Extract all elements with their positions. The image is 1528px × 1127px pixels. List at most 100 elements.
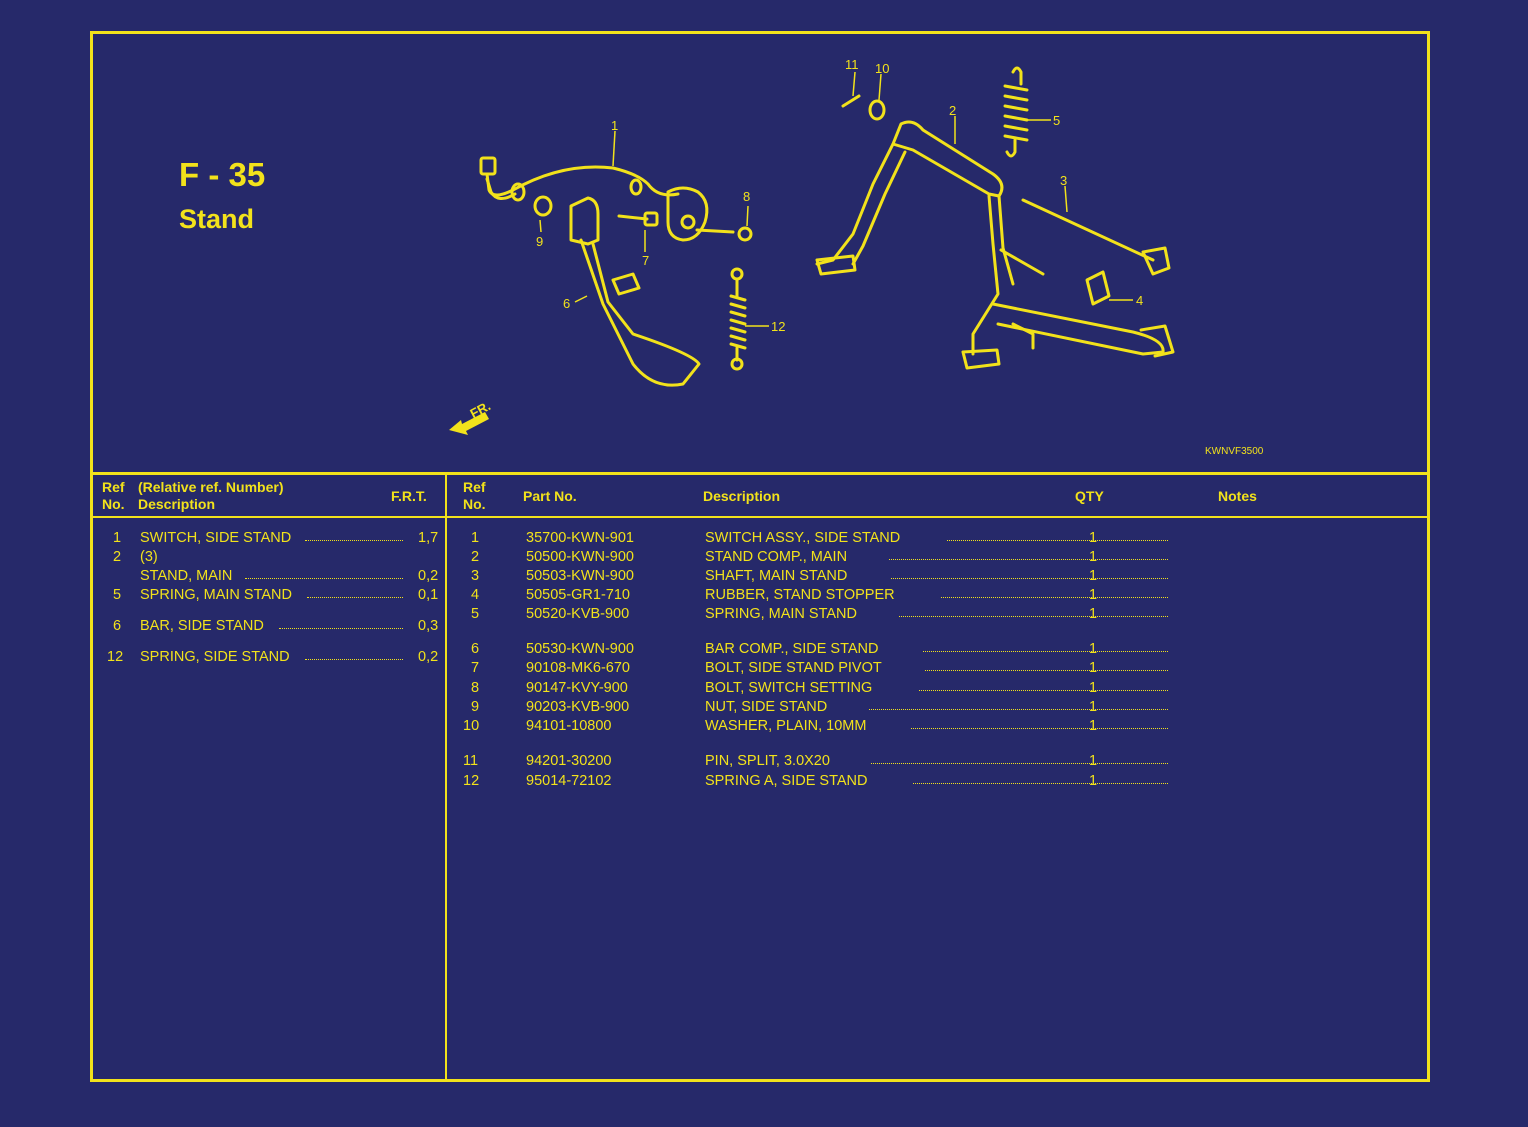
parts-row-ref: 10 (463, 718, 480, 734)
leader-dots (245, 578, 403, 579)
left-description-header: (Relative ref. Number) Description (138, 479, 284, 512)
leader-dots (947, 540, 1168, 541)
parts-row-description: SPRING, MAIN STAND (705, 606, 857, 622)
leader-dots (941, 597, 1168, 598)
leader-dots (279, 628, 403, 629)
parts-table-row: 4 50505-GR1-710 RUBBER, STAND STOPPER 1 (447, 586, 1427, 605)
frt-row-description: SPRING, SIDE STAND (140, 649, 290, 665)
callout-6: 6 (563, 296, 570, 311)
parts-row-description: NUT, SIDE STAND (705, 699, 828, 715)
frt-row: 12 SPRING, SIDE STAND 0,2 (93, 648, 445, 667)
callout-11: 11 (845, 57, 859, 72)
frt-row: 1 SWITCH, SIDE STAND 1,7 (93, 529, 445, 548)
parts-row-part-no: 50500-KWN-900 (526, 549, 634, 565)
parts-row-description: BOLT, SIDE STAND PIVOT (705, 660, 882, 676)
left-frt-header: F.R.T. (391, 488, 427, 504)
frt-row-value: 0,1 (418, 587, 439, 603)
parts-table-row: 2 50500-KWN-900 STAND COMP., MAIN 1 (447, 548, 1427, 567)
callout-1: 1 (611, 118, 618, 133)
leader-dots (305, 659, 403, 660)
parts-row-qty: 1 (1089, 660, 1098, 676)
parts-row-qty: 1 (1089, 641, 1098, 657)
parts-row-part-no: 94101-10800 (526, 718, 612, 734)
frt-row-description: SPRING, MAIN STAND (140, 587, 292, 603)
page-title: Stand (179, 204, 255, 234)
parts-row-part-no: 90147-KVY-900 (526, 680, 628, 696)
leader-dots (871, 763, 1168, 764)
leader-dots (913, 783, 1168, 784)
leader-dots (919, 690, 1168, 691)
parts-row-qty: 1 (1089, 753, 1098, 769)
rubber-stopper-drawing (1085, 270, 1111, 306)
notes-header: Notes (1218, 488, 1257, 504)
qty-header: QTY (1075, 488, 1104, 504)
parts-row-description: BAR COMP., SIDE STAND (705, 641, 879, 657)
leader-dots (869, 709, 1168, 710)
frt-row-description: SWITCH, SIDE STAND (140, 530, 292, 546)
parts-row-part-no: 90203-KVB-900 (526, 699, 630, 715)
parts-row-part-no: 35700-KWN-901 (526, 530, 634, 546)
parts-row-description: SHAFT, MAIN STAND (705, 568, 848, 584)
parts-row-qty: 1 (1089, 587, 1098, 603)
frt-row: 5 SPRING, MAIN STAND 0,1 (93, 586, 445, 605)
leader-dots (307, 597, 403, 598)
drawing-code: KWNVF3500 (1205, 446, 1264, 457)
parts-row-part-no: 95014-72102 (526, 773, 612, 789)
callout-10: 10 (875, 61, 889, 76)
frt-row: 6 BAR, SIDE STAND 0,3 (93, 617, 445, 636)
parts-row-qty: 1 (1089, 549, 1098, 565)
parts-row-part-no: 50530-KWN-900 (526, 641, 634, 657)
parts-row-description: SPRING A, SIDE STAND (705, 773, 868, 789)
frt-row-value: 1,7 (418, 530, 439, 546)
parts-row-description: RUBBER, STAND STOPPER (705, 587, 895, 603)
header-rule (93, 516, 1427, 518)
front-label: FR. (467, 398, 493, 421)
parts-row-ref: 11 (463, 753, 479, 769)
frt-row: STAND, MAIN 0,2 (93, 567, 445, 586)
parts-row-qty: 1 (1089, 699, 1098, 715)
parts-row-ref: 4 (471, 587, 480, 603)
leader-dots (889, 559, 1168, 560)
main-stand-drawing (815, 120, 1175, 370)
parts-row-description: STAND COMP., MAIN (705, 549, 848, 565)
frt-row-ref: 2 (113, 549, 122, 565)
parts-row-description: PIN, SPLIT, 3.0X20 (705, 753, 830, 769)
parts-row-ref: 1 (471, 530, 480, 546)
side-stand-switch-drawing (479, 156, 709, 242)
frt-row-ref: 1 (113, 530, 122, 546)
parts-row-description: WASHER, PLAIN, 10MM (705, 718, 867, 734)
frt-row: 2 (3) (93, 548, 445, 567)
frt-row-ref: 6 (113, 618, 122, 634)
parts-row-part-no: 50520-KVB-900 (526, 606, 630, 622)
side-stand-bar-drawing (533, 195, 701, 387)
parts-row-ref: 12 (463, 773, 480, 789)
parts-row-ref: 2 (471, 549, 480, 565)
table-divider (445, 475, 447, 1079)
split-pin-drawing (841, 94, 861, 108)
left-ref-header: Ref No. (102, 479, 125, 512)
front-direction-arrow: FR. (449, 398, 493, 435)
page-code: F - 35 (179, 156, 266, 193)
parts-row-part-no: 50505-GR1-710 (526, 587, 630, 603)
callout-12: 12 (771, 319, 785, 334)
leader-dots (891, 578, 1168, 579)
parts-row-qty: 1 (1089, 606, 1098, 622)
exploded-parts-diagram: FR. 1 2 3 4 5 6 7 (449, 57, 1175, 435)
callout-7: 7 (642, 253, 649, 268)
parts-row-qty: 1 (1089, 568, 1098, 584)
washer-drawing (868, 99, 886, 121)
frt-row-description: (3) (140, 549, 158, 565)
right-ref-header: Ref No. (463, 479, 486, 512)
description-header: Description (703, 488, 781, 504)
frt-row-value: 0,2 (418, 568, 439, 584)
main-stand-shaft-drawing (1021, 198, 1155, 262)
frt-row-description: STAND, MAIN (140, 568, 233, 584)
